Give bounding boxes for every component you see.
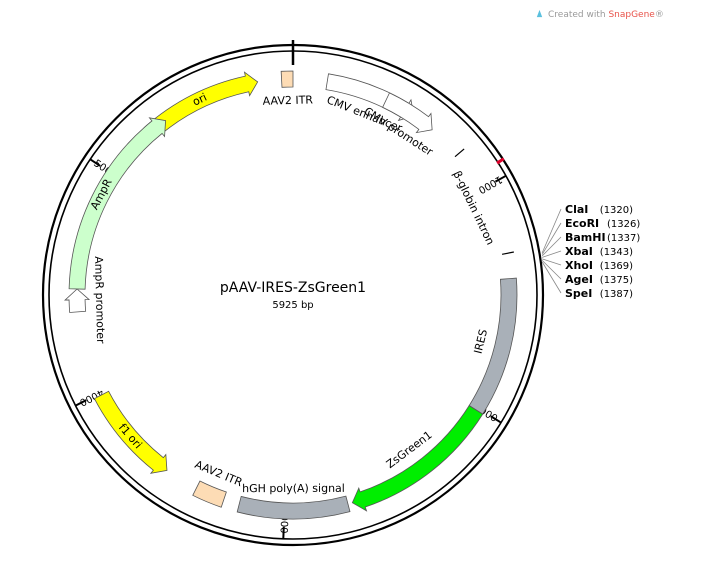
- tick-mark: [494, 174, 507, 183]
- feature-f1-ori: [93, 390, 168, 474]
- tick-label: 1000: [476, 173, 504, 195]
- tick-mark: [89, 158, 101, 167]
- feature-ires-label: IRES: [472, 328, 491, 355]
- restriction-sites-layer: ClaI (1320)EcoRI (1326)BamHI(1337) XbaI (134…: [541, 203, 640, 300]
- tick-mark: [75, 399, 87, 407]
- feature-zsgreen1: [351, 405, 484, 512]
- tick-mark: [490, 415, 502, 424]
- site-position-agei: (1375): [600, 275, 633, 286]
- site-enzyme-xbai: XbaI: [565, 245, 593, 258]
- site-enzyme-xhoi: XhoI: [565, 259, 593, 272]
- site-enzyme-ecori: EcoRI: [565, 217, 599, 230]
- feature-hgh-polya-label: hGH poly(A) signal: [242, 482, 345, 495]
- site-position-spei: (1387): [600, 289, 633, 300]
- site-position-bamhi: (1337): [607, 233, 640, 244]
- site-enzyme-agei: AgeI: [565, 273, 593, 286]
- site-enzyme-bamhi: BamHI: [565, 231, 606, 244]
- watermark-brand: SnapGene: [608, 10, 655, 20]
- feature-cmv-promoter: [382, 92, 433, 134]
- snapgene-logo-icon: [536, 9, 543, 18]
- site-connector-xhoi: [542, 258, 562, 266]
- feature-ori-label: ori: [190, 91, 209, 109]
- site-connector-clai: [541, 208, 562, 254]
- feature-b-globin-intron-end-bar: [501, 251, 514, 255]
- feature-ori: [143, 71, 259, 141]
- feature-ampr-promoter: [64, 288, 91, 313]
- feature-aav2-itr-top: [280, 70, 294, 88]
- feature-ampr: [68, 117, 167, 290]
- feature-ampr-promoter-label: AmpR promoter: [92, 256, 107, 344]
- site-position-ecori: (1326): [607, 219, 640, 230]
- site-connector-xbai: [542, 250, 562, 258]
- watermark-prefix: Created with: [548, 10, 609, 20]
- watermark-suffix: ®: [654, 10, 664, 20]
- site-connector-agei: [541, 260, 562, 280]
- site-enzyme-clai: ClaI: [565, 203, 588, 216]
- plasmid-size: 5925 bp: [272, 300, 313, 311]
- site-connector-ecori: [541, 222, 562, 255]
- snapgene-watermark: Created with SnapGene®: [535, 9, 664, 20]
- feature-b-globin-intron-start-bar: [454, 148, 465, 158]
- feature-hgh-polya: [236, 495, 351, 520]
- site-connector-bamhi: [541, 236, 562, 257]
- site-enzyme-spei: SpeI: [565, 287, 592, 300]
- site-position-xhoi: (1369): [600, 261, 633, 272]
- plasmid-name: pAAV-IRES-ZsGreen1: [220, 280, 366, 296]
- position-marker: [496, 157, 505, 165]
- feature-aav2-itr-bottom: [192, 480, 227, 508]
- site-position-xbai: (1343): [600, 247, 633, 258]
- site-position-clai: (1320): [600, 205, 633, 216]
- feature-aav2-itr-top-label: AAV2 ITR: [263, 93, 314, 107]
- site-connector-spei: [541, 261, 562, 294]
